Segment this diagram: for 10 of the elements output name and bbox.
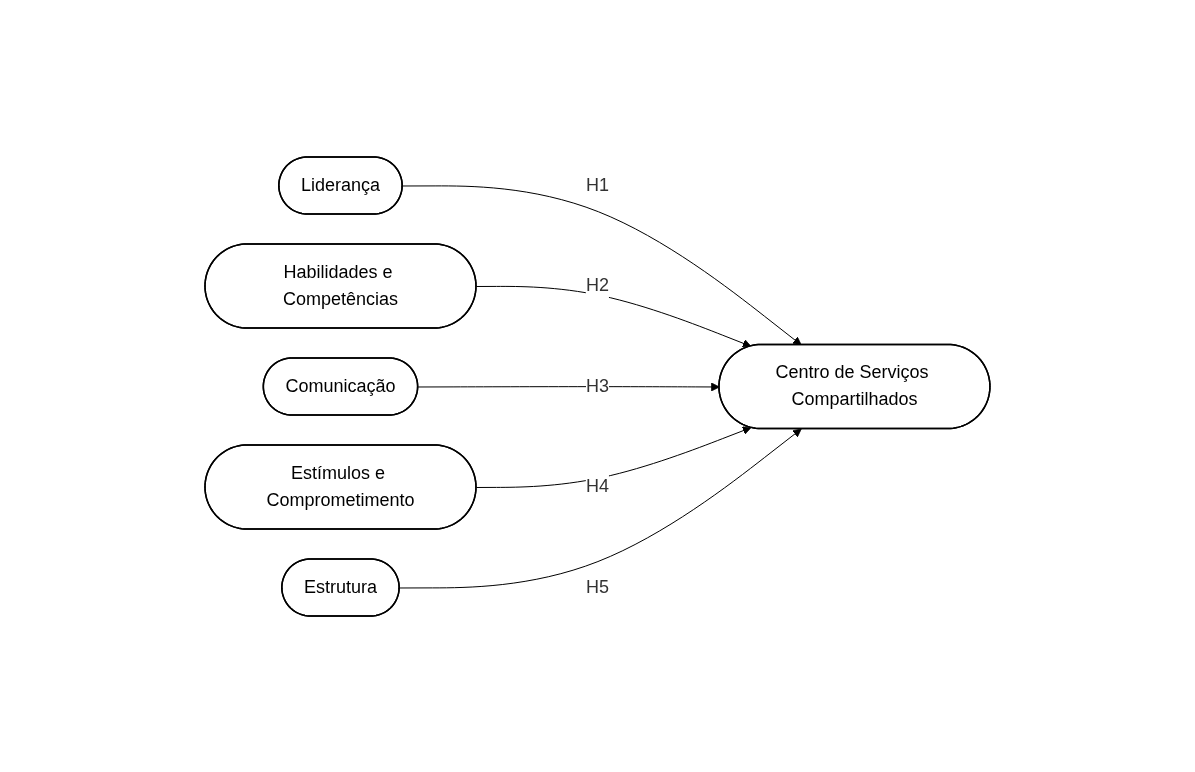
- edge-label: H2: [585, 275, 609, 295]
- edge-label: H4: [585, 475, 609, 496]
- arrow: [402, 184, 802, 345]
- arrow: [417, 382, 720, 391]
- arrow: [399, 428, 802, 588]
- edge-label: H5: [585, 576, 609, 597]
- arrow: [476, 425, 752, 488]
- edge-label: H3: [585, 375, 609, 396]
- edge-label: H1: [585, 174, 609, 195]
- arrow: [476, 285, 752, 347]
